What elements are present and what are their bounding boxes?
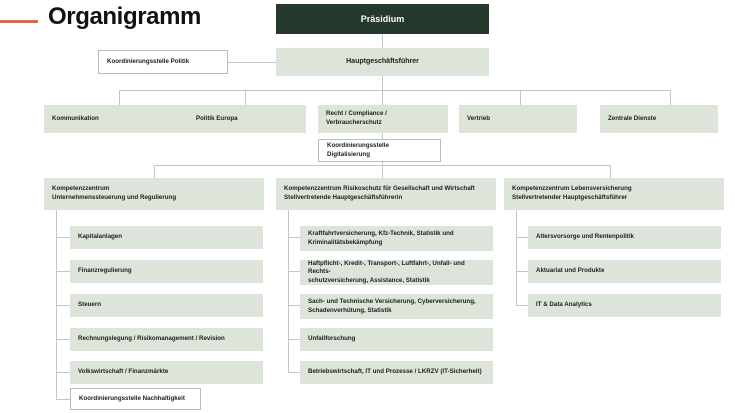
node-praesidium[interactable]: Präsidium [276, 4, 489, 34]
connector-drop-kz-3 [610, 165, 611, 178]
node-c2-child-1-line2: Kriminalitätsbekämpfung [308, 238, 383, 246]
node-c2-child-4-label: Unfallforschung [308, 335, 356, 343]
node-c1-child-4-label: Rechnungslegung / Risikomanagement / Rev… [78, 335, 225, 343]
node-aktuariat-produkte[interactable]: Aktuariat und Produkte [528, 260, 721, 283]
node-koordinierungsstelle-digitalisierung[interactable]: Koordinierungsstelle Digitalisierung [318, 139, 441, 162]
connector-drop-kz-1 [154, 165, 155, 178]
connector-recht-to-digitalisierung [382, 133, 383, 139]
node-kraftfahrtversicherung[interactable]: Kraftfahrtversicherung, Kfz-Technik, Sta… [300, 226, 493, 251]
connector-drop-dept-4 [520, 90, 521, 105]
accent-rule [0, 20, 38, 23]
node-kz-1-line1: Kompetenzzentrum [52, 185, 110, 193]
connector-top-to-ceo [382, 34, 383, 48]
node-unfallforschung[interactable]: Unfallforschung [300, 328, 493, 351]
connector-stub-c1-5 [56, 372, 70, 373]
node-c2-child-3-line1: Sach- und Technische Versicherung, Cyber… [308, 297, 476, 305]
node-kz-2-line2: Stellvertretende Hauptgeschäftsführerin [284, 194, 403, 201]
connector-stub-c2-1 [288, 237, 300, 238]
connector-stub-c2-5 [288, 372, 300, 373]
node-c1-child-6-label: Koordinierungsstelle Nachhaltigkeit [79, 394, 185, 402]
connector-stub-c2-4 [288, 339, 300, 340]
node-c3-child-2-label: Aktuariat und Produkte [536, 267, 605, 275]
node-sach-technische-versicherung[interactable]: Sach- und Technische Versicherung, Cyber… [300, 294, 493, 319]
node-department-1-label: Kommunikation [52, 114, 99, 122]
node-department-5-label: Zentrale Dienste [608, 114, 657, 122]
connector-department-bus [119, 90, 670, 91]
node-c1-child-1-label: Kapitalanlagen [78, 233, 123, 241]
node-department-3-label: Recht / Compliance / Verbraucherschutz [326, 110, 387, 126]
node-c2-child-2-line2: schutzversicherung, Assistance, Statisti… [308, 276, 430, 284]
node-koordinierungsstelle-digitalisierung-line1: Koordinierungsstelle [327, 141, 389, 149]
connector-stub-c1-4 [56, 339, 70, 340]
connector-stub-c1-1 [56, 237, 70, 238]
node-c2-child-2-line1: Haftpflicht-, Kredit-, Transport-, Luftf… [308, 259, 465, 276]
connector-trunk-col-2 [288, 210, 289, 372]
node-koordinierungsstelle-politik[interactable]: Koordinierungsstelle Politik [98, 50, 228, 74]
node-kz-3-line1: Kompetenzzentrum Lebensversicherung [512, 185, 632, 193]
node-department-2-label: Politik Europa [196, 114, 238, 122]
node-haftpflicht-kredit-transport[interactable]: Haftpflicht-, Kredit-, Transport-, Luftf… [300, 260, 493, 285]
connector-stub-c3-2 [516, 271, 528, 272]
node-koordinierungsstelle-nachhaltigkeit[interactable]: Koordinierungsstelle Nachhaltigkeit [70, 388, 201, 410]
node-department-zentrale-dienste[interactable]: Zentrale Dienste [600, 105, 718, 133]
node-finanzregulierung[interactable]: Finanzregulierung [70, 260, 263, 283]
node-c1-child-5-label: Volkswirtschaft / Finanzmärkte [78, 368, 169, 376]
node-praesidium-label: Präsidium [360, 13, 405, 24]
node-c2-child-5-label: Betriebswirtschaft, IT und Prozesse / LK… [308, 368, 482, 376]
node-volkswirtschaft-finanzmaerkte[interactable]: Volkswirtschaft / Finanzmärkte [70, 361, 263, 384]
node-c3-child-1-label: Altersvorsorge und Rentenpolitik [536, 233, 634, 241]
node-kz-2-line1: Kompetenzzentrum Risikoschutz für Gesell… [284, 185, 475, 193]
node-kompetenzzentrum-risikoschutz[interactable]: Kompetenzzentrum Risikoschutz für Gesell… [276, 178, 496, 210]
node-c2-child-1-line1: Kraftfahrtversicherung, Kfz-Technik, Sta… [308, 229, 454, 237]
connector-ceo-drop [382, 76, 383, 90]
connector-stub-c1-6 [56, 399, 70, 400]
node-betriebswirtschaft-it-prozesse[interactable]: Betriebswirtschaft, IT und Prozesse / LK… [300, 361, 493, 384]
connector-trunk-col-1 [56, 210, 57, 399]
node-kompetenzzentrum-lebensversicherung[interactable]: Kompetenzzentrum Lebensversicherung Stel… [504, 178, 724, 210]
connector-drop-dept-1 [119, 90, 120, 105]
node-c3-child-3-label: IT & Data Analytics [536, 301, 592, 309]
node-altersvorsorge-rentenpolitik[interactable]: Altersvorsorge und Rentenpolitik [528, 226, 721, 249]
node-hauptgeschaeftsfuehrer[interactable]: Hauptgeschäftsführer [276, 48, 489, 76]
node-kz-1-line2: Unternehmenssteuerung und Regulierung [52, 194, 177, 201]
node-steuern[interactable]: Steuern [70, 294, 263, 317]
node-department-vertrieb[interactable]: Vertrieb [459, 105, 577, 133]
node-kapitalanlagen[interactable]: Kapitalanlagen [70, 226, 263, 249]
node-rechnungslegung-risikomanagement-revision[interactable]: Rechnungslegung / Risikomanagement / Rev… [70, 328, 263, 351]
connector-politik-to-ceo [228, 62, 276, 63]
node-c1-child-2-label: Finanzregulierung [78, 267, 132, 275]
connector-trunk-col-3 [516, 210, 517, 305]
node-department-kommunikation[interactable]: Kommunikation [44, 105, 195, 133]
node-it-data-analytics[interactable]: IT & Data Analytics [528, 294, 721, 317]
connector-stub-c2-2 [288, 271, 300, 272]
node-kompetenzzentrum-unternehmenssteuerung[interactable]: Kompetenzzentrum Unternehmenssteuerung u… [44, 178, 264, 210]
connector-stub-c1-2 [56, 271, 70, 272]
connector-stub-c1-3 [56, 305, 70, 306]
connector-drop-kz-2 [382, 165, 383, 178]
connector-stub-c3-1 [516, 237, 528, 238]
node-kz-3-line2: Stellvertretender Hauptgeschäftsführer [512, 194, 628, 201]
node-department-recht-compliance-verbraucherschutz[interactable]: Recht / Compliance / Verbraucherschutz [318, 105, 448, 133]
node-koordinierungsstelle-digitalisierung-line2: Digitalisierung [327, 150, 370, 158]
connector-drop-dept-3 [382, 90, 383, 105]
node-koordinierungsstelle-politik-label: Koordinierungsstelle Politik [107, 57, 190, 65]
connector-drop-dept-5 [670, 90, 671, 105]
node-c1-child-3-label: Steuern [78, 301, 102, 309]
node-hauptgeschaeftsfuehrer-label: Hauptgeschäftsführer [346, 57, 419, 65]
node-department-politik-europa[interactable]: Politik Europa [188, 105, 306, 133]
page-title: Organigramm [48, 3, 201, 30]
connector-stub-c3-3 [516, 305, 528, 306]
node-c2-child-3-line2: Schadenverhütung, Statistik [308, 306, 392, 314]
node-department-4-label: Vertrieb [467, 114, 491, 122]
connector-drop-dept-2 [245, 90, 246, 105]
connector-stub-c2-3 [288, 305, 300, 306]
